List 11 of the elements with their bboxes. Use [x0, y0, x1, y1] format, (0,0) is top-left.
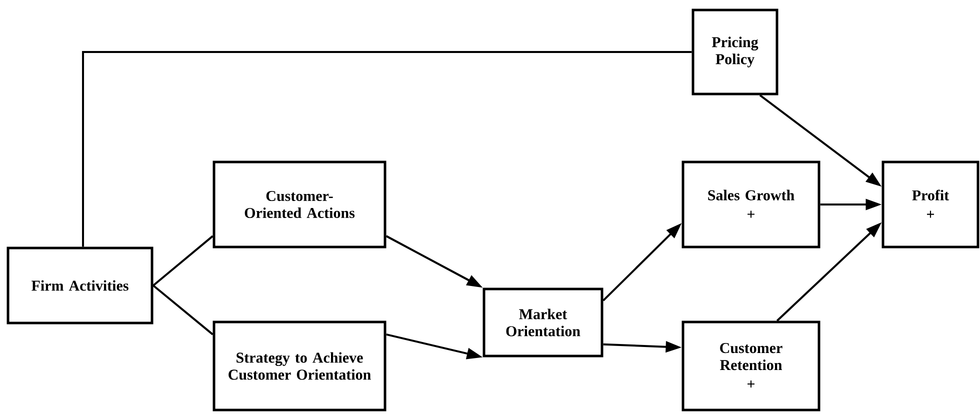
process-box: Profit +	[882, 160, 980, 248]
process-box: Market Orientation	[482, 288, 604, 358]
process-box: Customer-Oriented Actions	[212, 160, 386, 248]
process-box: Pricing Policy	[692, 8, 778, 96]
process-box: Strategy to Achieve Customer Orientation	[212, 320, 386, 412]
process-box: Customer Retention +	[682, 320, 820, 412]
process-box: Sales Growth +	[682, 160, 820, 248]
connector-line	[82, 51, 692, 247]
connector-line	[152, 284, 214, 336]
connector-line	[152, 235, 214, 286]
process-box: Firm Activities	[6, 246, 154, 324]
